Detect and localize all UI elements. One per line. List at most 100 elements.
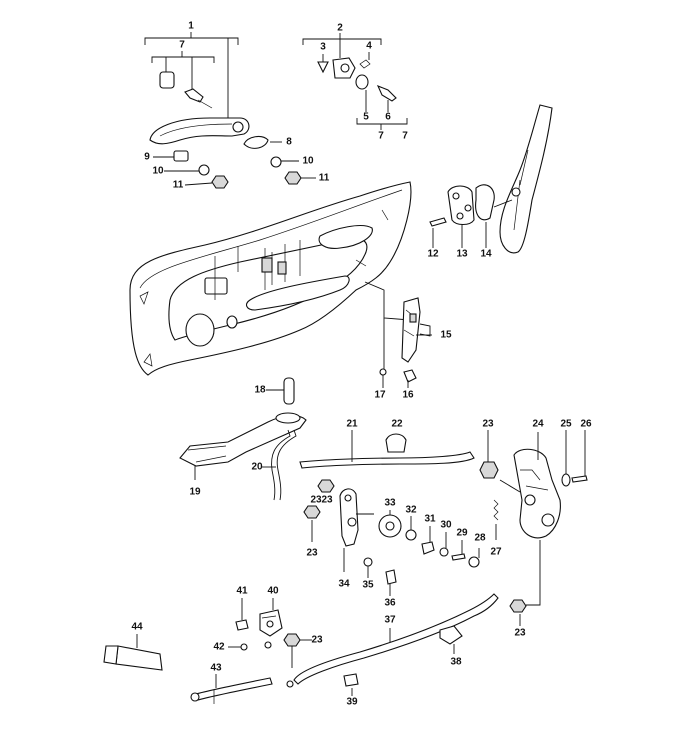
gasket-pad <box>173 150 189 162</box>
door-latch-group <box>479 430 588 606</box>
cable-group <box>283 593 527 696</box>
rod-clip <box>385 433 407 453</box>
washer <box>198 164 210 176</box>
washer <box>363 557 373 567</box>
lock-key-part <box>184 88 204 103</box>
callout-label: 23 <box>321 495 333 506</box>
callout-label: 7 <box>179 40 185 51</box>
callout-label: 23 <box>310 495 322 506</box>
callout-label: 36 <box>384 598 396 609</box>
callout-label: 4 <box>366 41 372 52</box>
bushing <box>421 541 435 555</box>
callout-label: 10 <box>152 166 164 177</box>
screw <box>379 368 387 376</box>
nut <box>240 643 248 651</box>
speaker-opening <box>185 313 215 347</box>
callout-label: 22 <box>391 419 403 430</box>
callout-label: 44 <box>131 622 143 633</box>
handle-cover <box>243 135 269 149</box>
bolt <box>385 569 397 585</box>
callout-label: 29 <box>456 528 468 539</box>
callout-label: 16 <box>402 390 414 401</box>
washer <box>405 529 417 541</box>
callout-label: 13 <box>456 249 468 260</box>
callout-label: 28 <box>474 533 486 544</box>
window-regulator-group <box>379 297 432 388</box>
callout-label: 26 <box>580 419 592 430</box>
callout-label: 5 <box>363 112 369 123</box>
callout-label: 6 <box>385 112 391 123</box>
hinge-gasket <box>475 184 495 221</box>
callout-label: 38 <box>450 657 462 668</box>
callout-label: 20 <box>251 462 263 473</box>
callout-label: 27 <box>490 547 502 558</box>
lock-lever-plate <box>339 488 359 547</box>
clip <box>317 61 329 74</box>
door-window-opening <box>246 275 350 311</box>
callout-label: 19 <box>189 487 201 498</box>
callout-label: 2 <box>337 23 343 34</box>
callout-label: 7 <box>378 131 384 142</box>
callout-label: 37 <box>384 615 396 626</box>
spacer <box>561 473 571 487</box>
nut <box>317 479 335 493</box>
washer <box>439 547 449 557</box>
rod-group <box>299 430 475 469</box>
lock-lever <box>376 84 397 102</box>
callout-label: 3 <box>320 42 326 53</box>
cable-clip <box>439 625 463 645</box>
callout-label: 7 <box>402 131 408 142</box>
callout-label: 34 <box>338 579 350 590</box>
door-shell <box>129 181 412 376</box>
callout-label: 11 <box>319 173 330 184</box>
door-handle <box>149 117 250 145</box>
callout-label: 23 <box>482 419 494 430</box>
callout-label: 18 <box>254 385 266 396</box>
callout-label: 9 <box>144 152 150 163</box>
callout-label: 11 <box>173 180 184 191</box>
clip <box>403 369 417 383</box>
actuating-rod <box>299 451 475 469</box>
release-cable <box>293 593 499 685</box>
callout-label: 31 <box>424 514 436 525</box>
lock-mechanism-group <box>303 479 480 596</box>
callout-label: 21 <box>346 419 358 430</box>
bracket <box>235 619 249 631</box>
callout-label: 39 <box>346 697 358 708</box>
washer <box>270 156 282 168</box>
grease-tube <box>115 645 163 671</box>
cap <box>468 556 480 568</box>
nut <box>479 461 499 479</box>
callout-label: 42 <box>213 642 225 653</box>
callout-label: 43 <box>210 663 222 674</box>
callout-label: 40 <box>267 586 279 597</box>
lock-knob <box>283 377 295 405</box>
callout-label: 10 <box>302 156 314 167</box>
callout-label: 41 <box>236 586 248 597</box>
inner-handle-group <box>179 377 307 501</box>
callout-label: 25 <box>560 419 572 430</box>
callout-label: 23 <box>306 548 318 559</box>
callout-label: 1 <box>188 21 194 32</box>
seal-ring <box>355 74 369 90</box>
pin <box>451 553 466 561</box>
callout-label: 24 <box>532 419 544 430</box>
outside-handle-group <box>144 32 316 189</box>
callout-label: 30 <box>440 520 452 531</box>
lock-cylinder-group <box>302 33 408 130</box>
door-latch <box>513 448 561 539</box>
callout-label: 15 <box>440 330 452 341</box>
hinge-bolt <box>429 217 447 227</box>
nut <box>303 505 321 519</box>
hinge-group <box>429 104 553 254</box>
nut <box>211 175 229 189</box>
callout-label: 14 <box>480 249 492 260</box>
regulator-bracket <box>401 297 421 363</box>
callout-label: 35 <box>362 580 374 591</box>
a-pillar <box>499 104 553 254</box>
nut <box>284 171 302 185</box>
callout-label: 23 <box>514 628 526 639</box>
